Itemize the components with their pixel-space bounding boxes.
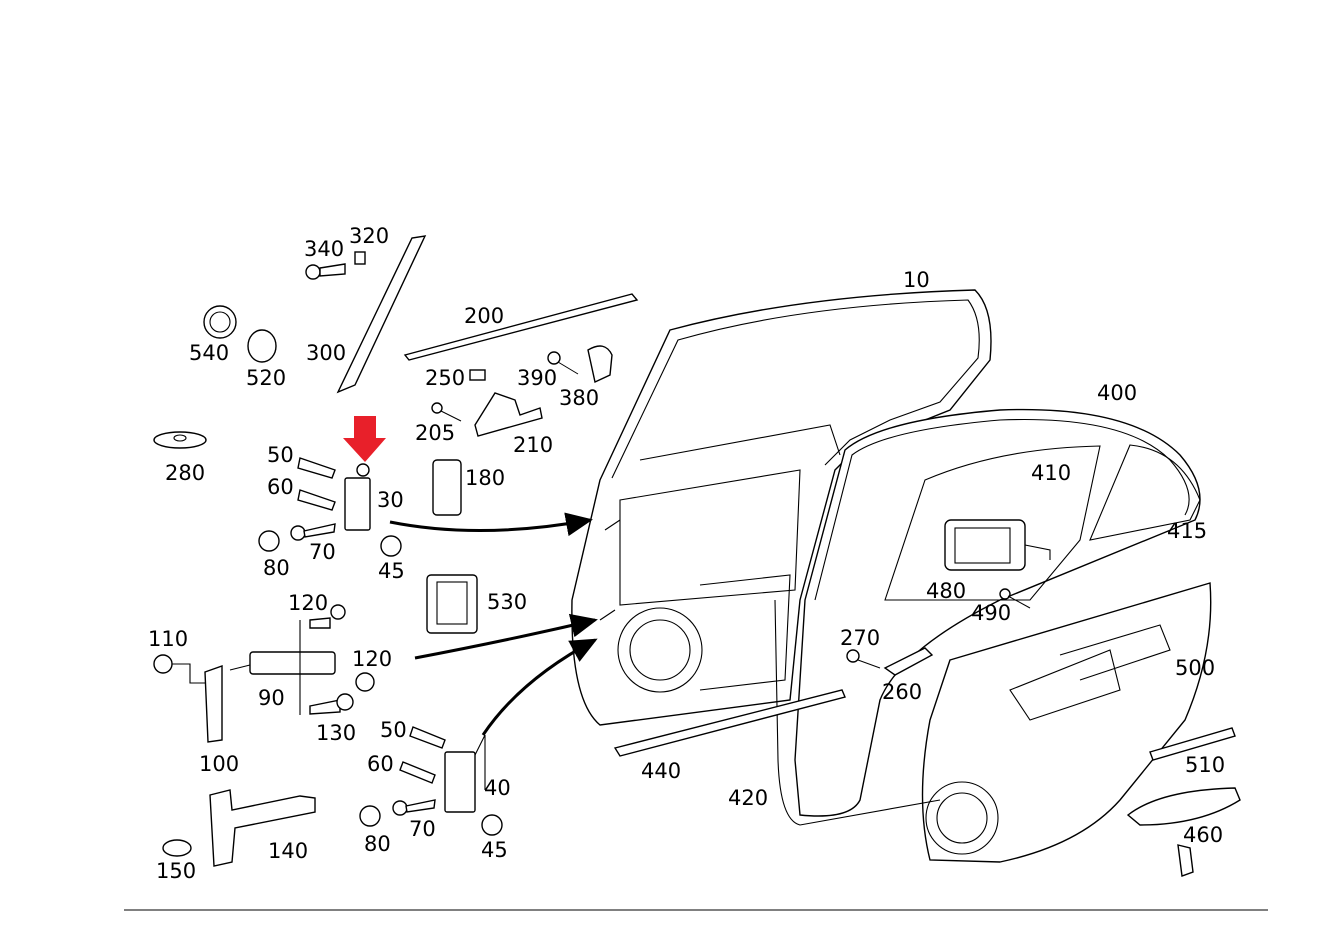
- lower-hinge-group: [359, 726, 503, 836]
- callout-400: 400: [1097, 381, 1137, 405]
- callout-340: 340: [304, 237, 344, 261]
- callout-270: 270: [840, 626, 880, 650]
- door-seal: [774, 599, 941, 826]
- clip-390: [547, 351, 561, 365]
- callout-380: 380: [559, 386, 599, 410]
- screw-490: [999, 588, 1011, 600]
- part-260: [883, 647, 934, 676]
- trim-300: [336, 235, 427, 394]
- callout-460: 460: [1183, 823, 1223, 847]
- callout-210: 210: [513, 433, 553, 457]
- callout-120: 120: [352, 647, 392, 671]
- callout-60: 60: [367, 752, 394, 776]
- callout-70: 70: [309, 540, 336, 564]
- callout-510: 510: [1185, 753, 1225, 777]
- callout-480: 480: [926, 579, 966, 603]
- callout-390: 390: [517, 366, 557, 390]
- plug-520: [247, 329, 277, 363]
- callout-200: 200: [464, 304, 504, 328]
- callout-530: 530: [487, 590, 527, 614]
- callout-50: 50: [267, 443, 294, 467]
- block-180: [432, 459, 462, 516]
- callout-110: 110: [148, 627, 188, 651]
- callout-45: 45: [481, 838, 508, 862]
- part-460b: [1177, 844, 1194, 877]
- callout-45: 45: [378, 559, 405, 583]
- door-trim-panel: [921, 582, 1212, 863]
- check-strap-group: [153, 604, 375, 867]
- strip-200: [403, 293, 639, 361]
- callout-130: 130: [316, 721, 356, 745]
- callout-260: 260: [882, 680, 922, 704]
- callout-180: 180: [465, 466, 505, 490]
- glass-run-410: [884, 445, 1101, 601]
- sill-strip: [613, 689, 846, 757]
- callout-280: 280: [165, 461, 205, 485]
- callout-50: 50: [380, 718, 407, 742]
- callout-150: 150: [156, 859, 196, 883]
- callout-120: 120: [288, 591, 328, 615]
- callout-70: 70: [409, 817, 436, 841]
- callout-40: 40: [484, 776, 511, 800]
- part-460: [1126, 787, 1241, 826]
- bracket-210: [474, 392, 543, 437]
- window-frame-seal: [794, 408, 1201, 817]
- block-530: [426, 574, 478, 634]
- flow-arrow-middle: [414, 613, 598, 660]
- callout-320: 320: [349, 224, 389, 248]
- upper-hinge-group: [258, 457, 402, 557]
- callout-140: 140: [268, 839, 308, 863]
- glass-run-415: [1089, 444, 1201, 541]
- callout-250: 250: [425, 366, 465, 390]
- callout-30: 30: [377, 488, 404, 512]
- callout-80: 80: [263, 556, 290, 580]
- callout-300: 300: [306, 341, 346, 365]
- callout-60: 60: [267, 475, 294, 499]
- callout-540: 540: [189, 341, 229, 365]
- callout-490: 490: [971, 601, 1011, 625]
- flow-arrow-upper: [389, 512, 593, 537]
- callout-100: 100: [199, 752, 239, 776]
- part-380: [587, 345, 613, 384]
- clip-320: [354, 251, 366, 265]
- callout-500: 500: [1175, 656, 1215, 680]
- screw-340: [305, 264, 321, 280]
- door-shell: [571, 289, 992, 726]
- callout-80: 80: [364, 832, 391, 856]
- plug-280: [153, 431, 207, 449]
- callout-90: 90: [258, 686, 285, 710]
- clip-270: [846, 649, 860, 663]
- callout-410: 410: [1031, 461, 1071, 485]
- highlight-arrow-icon: [343, 416, 386, 462]
- callout-420: 420: [728, 786, 768, 810]
- clip-205: [431, 402, 443, 414]
- callout-440: 440: [641, 759, 681, 783]
- callout-415: 415: [1167, 519, 1207, 543]
- callout-520: 520: [246, 366, 286, 390]
- module-480: [944, 519, 1051, 571]
- grommet-540: [203, 305, 237, 339]
- callout-205: 205: [415, 421, 455, 445]
- callout-10: 10: [903, 268, 930, 292]
- nut-250: [469, 369, 486, 381]
- rod-510: [1149, 727, 1236, 761]
- flow-arrow-lower: [481, 638, 598, 736]
